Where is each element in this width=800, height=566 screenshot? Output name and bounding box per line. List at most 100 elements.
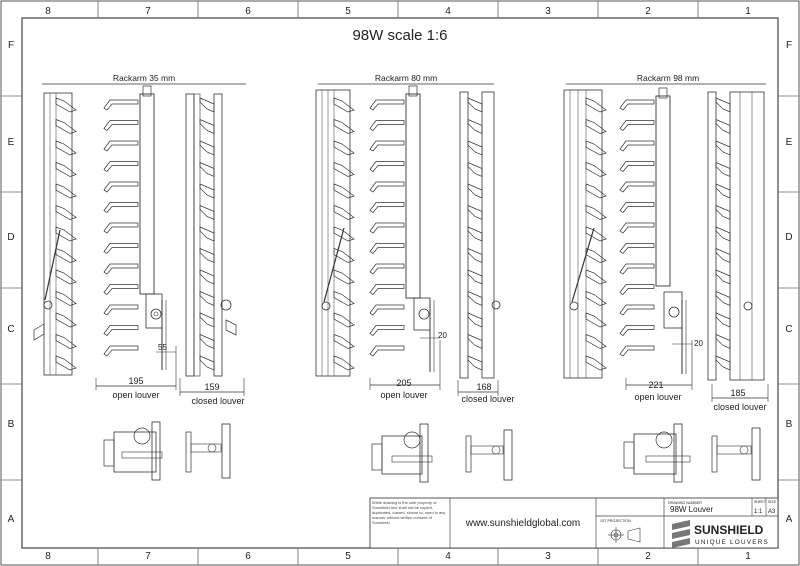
inner-border bbox=[21, 17, 779, 549]
row-label-left: B bbox=[8, 419, 15, 430]
open-louver-view bbox=[619, 87, 687, 374]
col-label-bottom: 1 bbox=[745, 551, 751, 562]
closed-louver-view bbox=[185, 93, 237, 377]
louver-slat bbox=[619, 304, 655, 316]
sheet-label: SHEET bbox=[754, 500, 767, 504]
louver-slat bbox=[585, 333, 607, 349]
louver-slat bbox=[619, 181, 655, 193]
col-label-top: 2 bbox=[645, 6, 651, 17]
louver-slat bbox=[619, 140, 655, 152]
col-label-top: 8 bbox=[45, 6, 51, 17]
rackarm-label: Rackarm 35 mm bbox=[113, 73, 175, 83]
louver-slat bbox=[369, 140, 405, 152]
sunshield-logo: SUNSHIELD UNIQUE LOUVERS bbox=[672, 520, 769, 548]
louver-slat bbox=[199, 204, 215, 221]
louver-slat bbox=[619, 99, 655, 111]
size-label: SIZE bbox=[768, 500, 777, 504]
brand-name: SUNSHIELD bbox=[694, 523, 764, 537]
col-label-top: 4 bbox=[445, 6, 451, 17]
row-label-right: D bbox=[785, 232, 792, 243]
louver-slat bbox=[55, 118, 77, 134]
louver-slat bbox=[619, 325, 655, 336]
louver-slat bbox=[369, 304, 405, 316]
louver-slat bbox=[467, 97, 483, 113]
louver-slat bbox=[199, 312, 215, 328]
louver-slat bbox=[55, 333, 77, 349]
assembly-rackarm-98: Rackarm 98 mm bbox=[563, 73, 769, 483]
copyright-note-text: While drawing is the sole property of Su… bbox=[372, 500, 446, 525]
louver-slat bbox=[103, 304, 139, 316]
louver-slat bbox=[467, 355, 483, 371]
open-louver-view bbox=[369, 85, 435, 372]
louver-slat bbox=[467, 204, 483, 221]
copyright-note: While drawing is the sole property of Su… bbox=[372, 500, 448, 525]
louver-slat bbox=[369, 181, 405, 193]
louver-slat bbox=[715, 204, 731, 221]
louver-slat bbox=[55, 269, 77, 285]
open-label: open louver bbox=[112, 390, 159, 400]
closed-label: closed louver bbox=[191, 396, 244, 406]
louver-slat bbox=[369, 263, 405, 275]
louver-slat bbox=[199, 247, 215, 264]
louver-slat bbox=[369, 243, 405, 254]
louver-slat bbox=[467, 161, 483, 178]
louver-slat bbox=[585, 140, 607, 156]
louver-slat bbox=[333, 333, 355, 349]
louver-slat bbox=[467, 183, 483, 199]
brand-tagline: UNIQUE LOUVERS bbox=[695, 539, 769, 546]
louver-slat bbox=[199, 355, 215, 371]
louver-slat bbox=[333, 183, 355, 199]
louver-slat bbox=[199, 269, 215, 285]
louver-slat bbox=[55, 247, 77, 263]
louver-slat bbox=[333, 247, 355, 263]
open-dimension: 195 bbox=[128, 376, 143, 386]
gap-dimension: 20 bbox=[438, 331, 447, 340]
louver-slat bbox=[333, 118, 355, 134]
louver-slat bbox=[715, 312, 731, 328]
louver-slat bbox=[103, 181, 139, 193]
louver-slat bbox=[369, 120, 405, 131]
louver-slat bbox=[55, 161, 77, 177]
louver-slat bbox=[369, 284, 405, 295]
scale-value: 1:1 bbox=[754, 509, 763, 515]
louver-slat bbox=[715, 140, 731, 156]
louver-slat bbox=[199, 183, 215, 199]
louver-slat bbox=[103, 202, 139, 213]
louver-slat bbox=[619, 202, 655, 213]
louver-slat bbox=[585, 97, 607, 113]
louver-slat bbox=[55, 290, 77, 306]
louver-slat bbox=[55, 226, 77, 242]
col-label-bottom: 8 bbox=[45, 551, 51, 562]
louver-slat bbox=[585, 161, 607, 177]
drawing-number-label: DRAWING NUMBER bbox=[668, 501, 702, 505]
louver-slat bbox=[103, 263, 139, 275]
open-louver-view bbox=[103, 85, 167, 370]
col-label-top: 5 bbox=[345, 6, 351, 17]
louver-slat bbox=[55, 355, 77, 371]
open-dimension: 221 bbox=[648, 380, 663, 390]
louver-slat bbox=[369, 345, 405, 357]
louver-slat bbox=[333, 355, 355, 371]
dimensions: 20 221 open louver 185 closed louver bbox=[625, 339, 769, 412]
louver-slat bbox=[585, 226, 607, 242]
louver-slat bbox=[333, 269, 355, 285]
louver-slat bbox=[103, 345, 139, 357]
rackarm-label: Rackarm 80 mm bbox=[375, 73, 437, 83]
louver-slat bbox=[715, 226, 731, 242]
louver-slat bbox=[715, 183, 731, 199]
closed-louver-view bbox=[459, 91, 501, 379]
louver-slat bbox=[333, 140, 355, 156]
louver-slat bbox=[467, 226, 483, 242]
side-profile-left bbox=[563, 89, 607, 379]
louver-slat bbox=[333, 97, 355, 113]
closed-louver-view bbox=[707, 91, 765, 381]
col-label-bottom: 2 bbox=[645, 551, 651, 562]
louver-slat bbox=[199, 333, 215, 350]
gap-dimension: 55 bbox=[158, 343, 167, 352]
top-view bbox=[371, 423, 513, 483]
louver-slat bbox=[199, 140, 215, 156]
louver-slat bbox=[199, 290, 215, 307]
dimensions: 55 195 open louver 159 closed louver bbox=[95, 343, 245, 406]
louver-slat bbox=[585, 269, 607, 285]
row-label-left: C bbox=[7, 324, 14, 335]
